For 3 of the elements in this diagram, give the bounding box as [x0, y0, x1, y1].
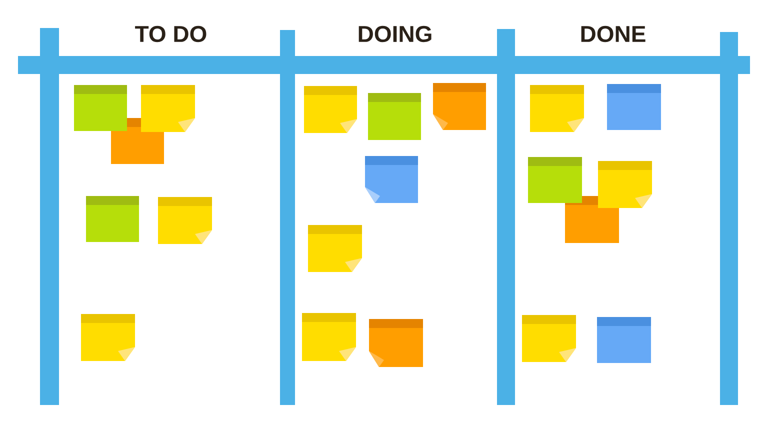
- column-heading: DOING: [358, 26, 432, 42]
- column-heading: TO DO: [135, 26, 206, 42]
- column-heading: DONE: [581, 26, 646, 42]
